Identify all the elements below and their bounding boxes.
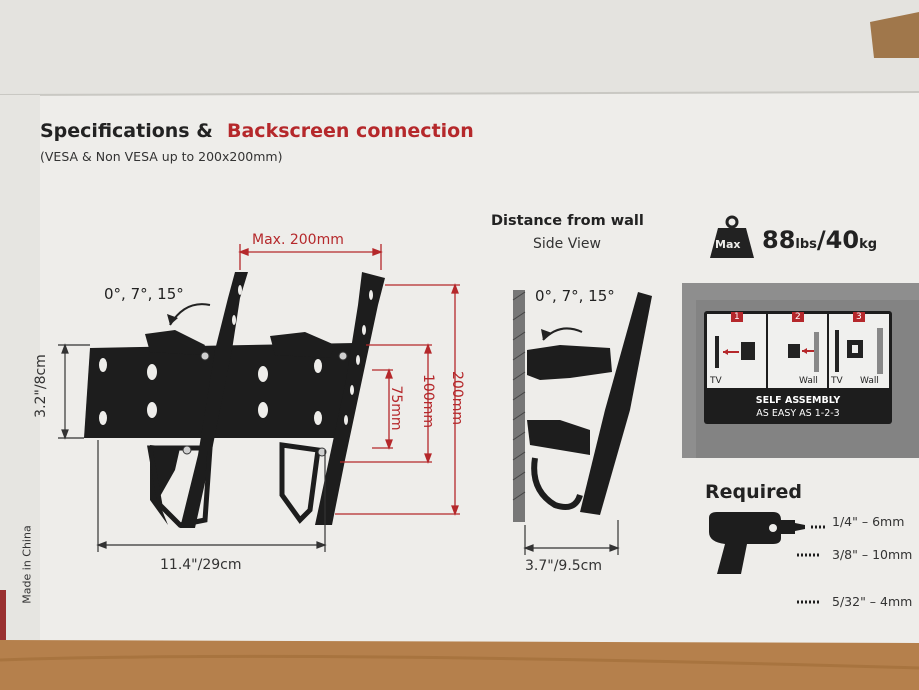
side-view-title: Distance from wall bbox=[491, 213, 644, 229]
assembly-step-3: 3 TV Wall bbox=[829, 312, 889, 388]
drill-bit-icons bbox=[797, 553, 819, 604]
step-2-badge: 2 bbox=[792, 312, 804, 322]
assembly-step-2: 2 Wall bbox=[768, 312, 827, 388]
self-assembly-panel: 1 TV 2 Wall 3 TV Wall SELF ASSEMBLY AS E… bbox=[704, 311, 892, 424]
step-3-badge: 3 bbox=[853, 312, 865, 322]
step-3-wall-label: Wall bbox=[860, 376, 879, 386]
max-badge: Max bbox=[715, 238, 741, 251]
capacity-main: 88 bbox=[762, 226, 796, 254]
side-view-subtitle: Side View bbox=[533, 236, 601, 252]
heading-subtitle: (VESA & Non VESA up to 200x200mm) bbox=[40, 149, 283, 164]
heading-part1: Specifications & bbox=[40, 120, 213, 142]
step-3-tv-label: TV bbox=[831, 376, 843, 386]
required-title: Required bbox=[705, 481, 803, 503]
tv-bracket-icon bbox=[715, 336, 755, 368]
step-2-wall-label: Wall bbox=[799, 376, 818, 386]
mounted-tv-icon bbox=[835, 328, 883, 374]
step-1-badge: 1 bbox=[731, 312, 743, 322]
wall-plate-icon bbox=[788, 332, 819, 372]
made-in-label: Made in China bbox=[20, 525, 34, 604]
side-tilt-angles: 0°, 7°, 15° bbox=[535, 287, 615, 305]
weight-capacity: Max 88lbs/40kg bbox=[708, 214, 918, 264]
drill-size-2: 3/8" – 10mm bbox=[832, 547, 913, 562]
capacity-unit-kg: kg bbox=[859, 237, 878, 252]
heading-part2: Backscreen connection bbox=[227, 120, 474, 142]
side-depth-label: 3.7"/9.5cm bbox=[525, 558, 603, 574]
weight-icon bbox=[710, 215, 754, 258]
drill-size-3: 5/32" – 4mm bbox=[832, 594, 913, 609]
step-1-tv-label: TV bbox=[710, 376, 722, 386]
front-tilt-angles: 0°, 7°, 15° bbox=[104, 285, 184, 303]
drill-icon bbox=[709, 512, 825, 574]
capacity-slash: /40 bbox=[816, 226, 860, 254]
max-width-label: Max. 200mm bbox=[252, 232, 344, 248]
capacity-value: 88lbs/40kg bbox=[762, 226, 877, 254]
assembly-line2: AS EASY AS 1-2-3 bbox=[756, 408, 840, 419]
left-tv-bracket bbox=[180, 272, 248, 528]
assembly-line1: SELF ASSEMBLY bbox=[755, 395, 841, 406]
assembly-step-1: 1 TV bbox=[707, 312, 766, 388]
width-bottom-label: 11.4"/29cm bbox=[160, 557, 242, 573]
right-tv-bracket bbox=[315, 272, 385, 525]
capacity-unit-lbs: lbs bbox=[795, 237, 817, 252]
drill-size-1: 1/4" – 6mm bbox=[832, 514, 905, 529]
